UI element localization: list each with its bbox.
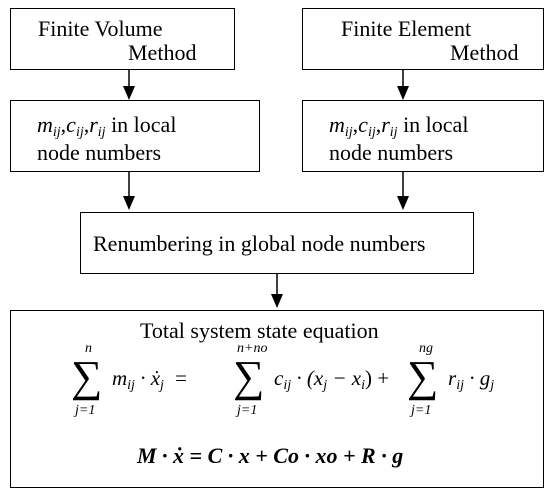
arrowhead-fem xyxy=(397,86,409,100)
renumbering-label: Renumbering in global node numbers xyxy=(93,231,426,256)
fem-line1: Finite Element xyxy=(341,16,472,41)
fvm-box: Finite Volume Method xyxy=(10,8,235,70)
fvm-line2: Method xyxy=(128,40,197,65)
sum2-sigma-icon: ∑ xyxy=(233,352,265,401)
local-coeffs-left-box: mij,cij,rij in local node numbers xyxy=(10,100,260,172)
total-system-box: Total system state equation n ∑ j=1 mij … xyxy=(10,310,544,488)
sum3-sigma-icon: ∑ xyxy=(407,352,439,401)
local-right-line2: node numbers xyxy=(329,140,454,165)
fvm-line1: Finite Volume xyxy=(38,16,163,41)
term1: mij · ẋj = xyxy=(112,366,188,393)
local-left-line1: mij,cij,rij in local xyxy=(37,112,177,141)
local-right-line1: mij,cij,rij in local xyxy=(329,112,469,141)
local-coeffs-right-box: mij,cij,rij in local node numbers xyxy=(302,100,544,172)
sum3-lower: j=1 xyxy=(411,403,432,418)
matrix-equation: M · ẋ = C · x + Co · xo + R · g xyxy=(137,443,404,468)
fem-line2: Method xyxy=(450,40,519,65)
sum2-upper: n+no xyxy=(237,341,268,356)
arrowhead-localleft xyxy=(123,196,135,210)
total-title: Total system state equation xyxy=(140,318,379,343)
sum1-sigma-icon: ∑ xyxy=(71,352,103,401)
sum1-upper: n xyxy=(85,341,92,356)
sum3-upper: ng xyxy=(419,341,433,356)
local-left-line2: node numbers xyxy=(37,140,162,165)
renumbering-box: Renumbering in global node numbers xyxy=(80,212,474,274)
term2: cij · (xj − xi) + xyxy=(274,366,390,393)
term3: rij · gj xyxy=(448,366,495,393)
arrowhead-fvm xyxy=(123,86,135,100)
arrowhead-localright xyxy=(397,196,409,210)
arrowhead-renumber xyxy=(271,294,283,308)
fem-box: Finite Element Method xyxy=(302,8,544,70)
sum1-lower: j=1 xyxy=(75,403,96,418)
sum2-lower: j=1 xyxy=(237,403,258,418)
